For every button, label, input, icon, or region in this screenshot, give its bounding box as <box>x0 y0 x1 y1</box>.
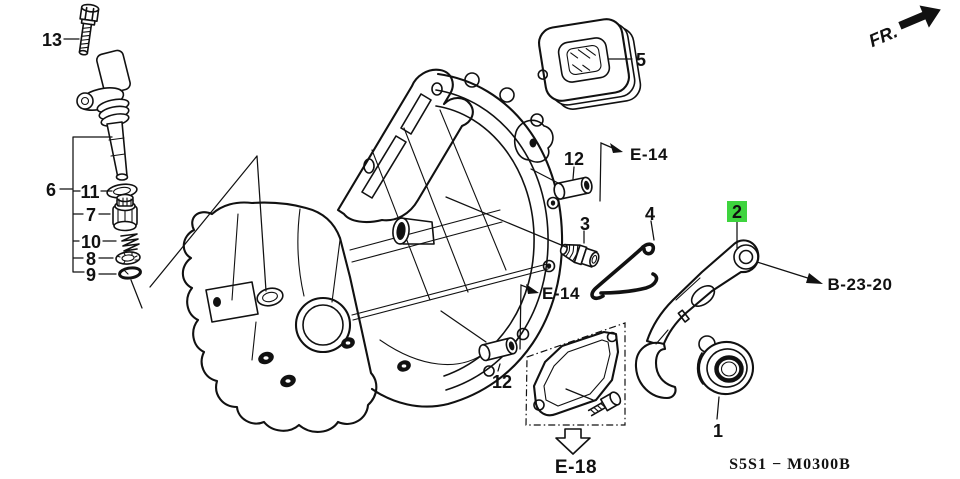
part-labels: 13 6 11 7 10 8 9 5 12 3 4 12 1 2 <box>42 30 747 441</box>
part-label-9: 9 <box>86 265 96 285</box>
ref-label-b-23-20: B-23-20 <box>828 275 893 294</box>
leader-wedge-right <box>256 155 267 292</box>
ref-label-e14-lower: E-14 <box>542 284 580 303</box>
part-label-6: 6 <box>46 180 56 200</box>
speedometer-gear-drawing <box>112 193 138 232</box>
reference-labels: E-14 E-14 B-23-20 E-18 <box>542 145 892 478</box>
part-label-10: 10 <box>81 232 101 252</box>
fr-arrow-icon <box>898 5 941 30</box>
sensor-mount-bolt-drawing <box>78 3 100 56</box>
leader-lines <box>59 38 823 420</box>
part-label-2: 2 <box>732 202 742 222</box>
part-label-5: 5 <box>636 50 646 70</box>
part-label-7: 7 <box>86 205 96 225</box>
dowel-pin-upper-drawing <box>553 176 593 200</box>
circlip-drawing <box>118 266 142 280</box>
release-bearing-drawing <box>696 335 755 396</box>
spring-drawing <box>120 233 140 252</box>
part-label-13: 13 <box>42 30 62 50</box>
part-label-3: 3 <box>580 214 590 234</box>
leader-wedge-left <box>149 155 258 288</box>
ref-label-e14-upper: E-14 <box>630 145 668 164</box>
diagram-code: S5S1 − M0300B <box>729 456 851 473</box>
fr-label: FR. <box>866 21 901 51</box>
part-label-11: 11 <box>80 182 99 202</box>
release-fork-drawing <box>634 239 760 400</box>
inner-tube <box>392 217 435 245</box>
part-label-12-lower: 12 <box>492 372 512 392</box>
part-label-4: 4 <box>645 204 655 224</box>
fr-direction-indicator: FR. <box>866 5 941 51</box>
down-arrow-icon <box>555 428 591 455</box>
washer-8-drawing <box>115 251 141 265</box>
dowel-pin-lower-drawing <box>478 337 518 362</box>
bolt-bosses <box>258 337 411 388</box>
ribbed-plug-drawing <box>559 243 600 268</box>
gasket-box <box>525 322 626 426</box>
highlight-box-part-2 <box>727 201 747 222</box>
part-label-1: 1 <box>713 421 723 441</box>
part-label-12-upper: 12 <box>564 149 584 169</box>
part-label-8: 8 <box>86 249 96 269</box>
ref-label-e18: E-18 <box>555 457 597 478</box>
case-cover-drawing <box>537 18 642 110</box>
speed-sensor-drawing <box>76 49 131 181</box>
spring-clip-drawing <box>590 242 659 301</box>
